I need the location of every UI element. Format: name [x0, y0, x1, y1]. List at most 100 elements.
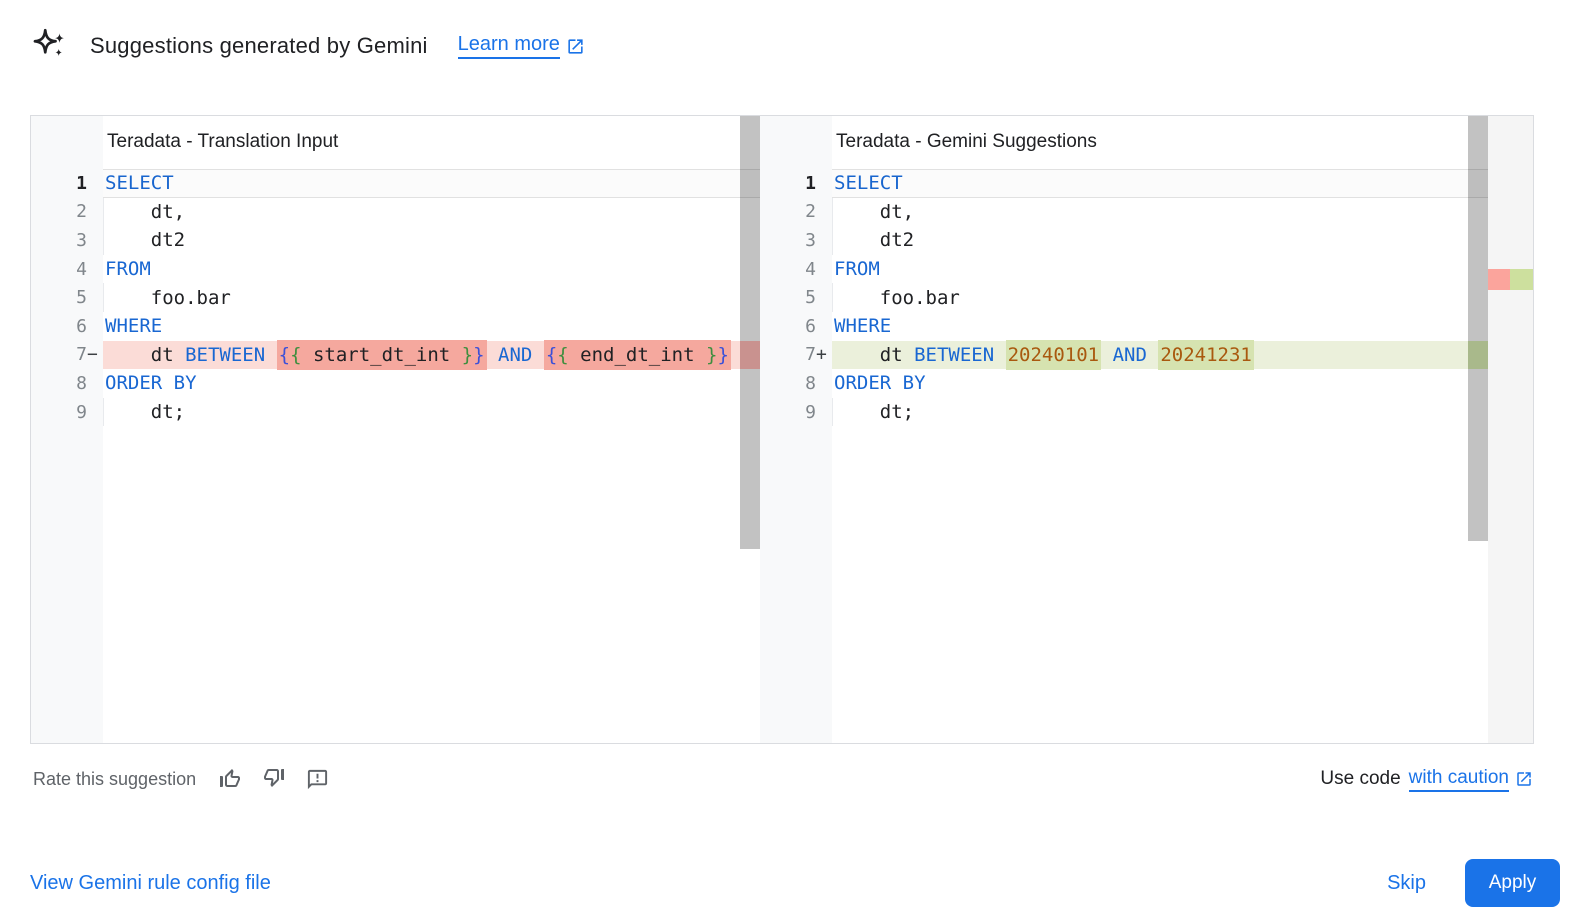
- page-title: Suggestions generated by Gemini: [90, 33, 428, 58]
- header: Suggestions generated by Gemini Learn mo…: [30, 26, 585, 66]
- rate-suggestion-group: Rate this suggestion: [33, 765, 331, 793]
- code-line: 4 FROM: [805, 255, 1488, 284]
- code-token: dt,: [834, 200, 915, 223]
- code-token: [265, 344, 276, 366]
- code-token: [994, 344, 1005, 366]
- code-token: dt,: [105, 200, 186, 223]
- code-token: SELECT: [834, 172, 903, 195]
- code-token: AND: [498, 343, 533, 366]
- ruler-deletion-marker: [1488, 269, 1510, 290]
- code-token: {: [545, 343, 558, 366]
- code-token: WHERE: [105, 315, 163, 338]
- use-code-text: Use code: [1320, 768, 1401, 789]
- code-token: dt: [834, 343, 915, 366]
- pane-title-input: Teradata - Translation Input: [107, 131, 339, 152]
- code-token: }: [706, 343, 718, 366]
- line-number: 4: [805, 258, 816, 280]
- code-token: FROM: [834, 258, 880, 281]
- code-token: }: [473, 343, 485, 366]
- code-line: 3 dt2: [76, 226, 760, 255]
- diff-container: Teradata - Translation Input 1 SELECT 2 dt…: [30, 115, 1534, 744]
- code-token: }: [461, 343, 474, 366]
- scrollbar-suggestions[interactable]: [1468, 116, 1488, 743]
- code-token: BETWEEN: [185, 343, 266, 366]
- with-caution-link[interactable]: with caution: [1408, 767, 1533, 792]
- line-number: 7+: [760, 341, 830, 370]
- code-line: 3 dt2: [805, 226, 1488, 255]
- scrollbar-thumb[interactable]: [1468, 116, 1488, 541]
- feedback-row: Rate this suggestion: [33, 765, 1533, 793]
- code-token: 20240101: [1007, 343, 1100, 366]
- code-token: dt2: [105, 229, 186, 252]
- code-line: 9 dt;: [805, 398, 1488, 427]
- translation-input-pane: Teradata - Translation Input 1 SELECT 2 dt…: [31, 116, 760, 743]
- learn-more-link[interactable]: Learn more: [457, 33, 585, 59]
- code-token: dt2: [834, 229, 915, 252]
- code-token: ORDER BY: [105, 372, 197, 395]
- diff-chunk: {{ end_dt_int }}: [543, 339, 731, 370]
- code-line: 1 SELECT: [76, 169, 760, 198]
- code-line: 5 foo.bar: [76, 283, 760, 312]
- code-token: 20241231: [1160, 343, 1252, 366]
- code-line: 9 dt;: [76, 398, 760, 427]
- code-token: {: [557, 343, 569, 366]
- code-line: 7+ dt BETWEEN 20240101 AND 20241231: [805, 339, 1488, 370]
- line-number: 2: [76, 201, 87, 223]
- overview-ruler: [1488, 116, 1533, 743]
- code-token: dt;: [834, 401, 915, 424]
- line-number-gutter: [760, 116, 832, 743]
- thumb-down-button[interactable]: [260, 765, 288, 793]
- scrollbar-input[interactable]: [740, 116, 760, 743]
- line-number: 3: [805, 229, 816, 251]
- overview-diff-marker: [1488, 269, 1533, 290]
- line-number: 7−: [31, 341, 101, 370]
- line-number: 9: [805, 401, 816, 423]
- diff-chunk: 20241231: [1158, 339, 1254, 370]
- view-rule-config-link[interactable]: View Gemini rule config file: [30, 871, 271, 894]
- addition-scroll-marker: [1468, 341, 1488, 369]
- thumb-down-icon: [264, 769, 285, 787]
- diff-sign: −: [87, 344, 98, 366]
- line-number: 9: [76, 401, 87, 423]
- thumb-up-icon: [220, 769, 241, 787]
- code-token: [487, 344, 498, 366]
- scrollbar-thumb[interactable]: [740, 116, 760, 549]
- code-token: WHERE: [834, 315, 892, 338]
- line-number: 4: [76, 258, 87, 280]
- gemini-sparkle-icon: [30, 26, 70, 66]
- diff-sign: +: [816, 344, 827, 366]
- code-token: SELECT: [105, 172, 174, 195]
- code-line: 2 dt,: [76, 198, 760, 227]
- with-caution-label: with caution: [1408, 767, 1509, 792]
- code-token: foo.bar: [105, 286, 231, 309]
- line-number: 3: [76, 229, 87, 251]
- pane-title-suggestions: Teradata - Gemini Suggestions: [836, 131, 1097, 152]
- apply-button[interactable]: Apply: [1465, 859, 1560, 907]
- line-number: 5: [805, 287, 816, 309]
- line-number: 2: [805, 201, 816, 223]
- code-token: [1101, 344, 1112, 366]
- line-number: 1: [76, 172, 87, 194]
- code-token: start_dt_int: [301, 343, 462, 366]
- action-buttons: Skip Apply: [1381, 859, 1560, 907]
- code-token: FROM: [105, 258, 151, 281]
- feedback-button[interactable]: [304, 766, 331, 793]
- code-line: 2 dt,: [805, 198, 1488, 227]
- line-number: 8: [805, 372, 816, 394]
- code-token: foo.bar: [834, 286, 960, 309]
- thumb-up-button[interactable]: [216, 765, 244, 793]
- code-token: dt;: [105, 401, 186, 424]
- code-line: 5 foo.bar: [805, 283, 1488, 312]
- ruler-addition-marker: [1510, 269, 1533, 290]
- code-token: [532, 344, 543, 366]
- skip-button[interactable]: Skip: [1381, 871, 1432, 896]
- learn-more-label: Learn more: [457, 33, 560, 59]
- code-token: }: [717, 343, 729, 366]
